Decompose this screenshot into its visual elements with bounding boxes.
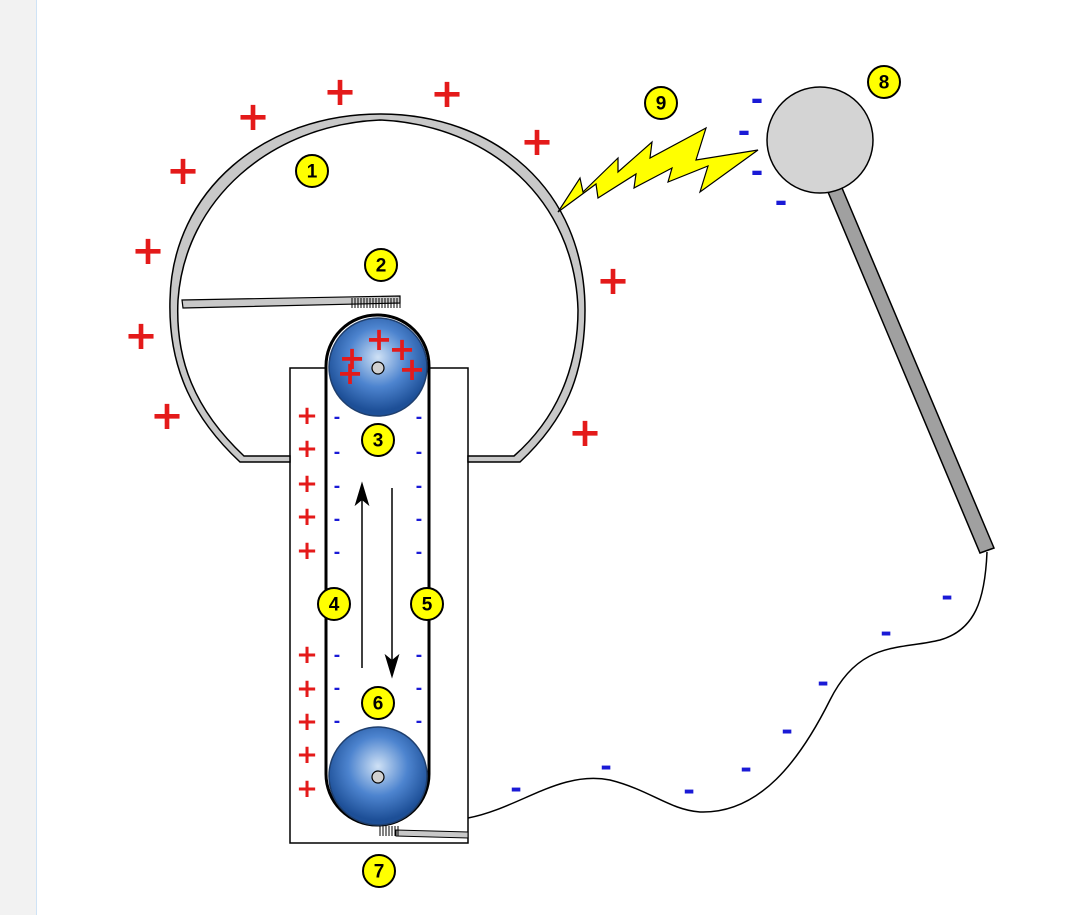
negative-charge: - — [334, 510, 341, 529]
negative-charge: - — [751, 83, 763, 118]
negative-charge: - — [416, 477, 423, 496]
down-arrowhead — [384, 653, 400, 679]
positive-charge: + — [337, 354, 364, 392]
dome — [169, 113, 586, 463]
label-6: 6 — [361, 686, 395, 720]
ground-wire — [467, 551, 988, 819]
positive-charge: + — [323, 69, 357, 115]
negative-charge: - — [775, 185, 787, 220]
label-number: 1 — [307, 162, 318, 183]
positive-charge: + — [296, 707, 318, 737]
label-number: 6 — [373, 694, 384, 715]
negative-charge: - — [510, 772, 522, 805]
number-labels: 1 2 3 4 5 6 7 8 9 — [295, 65, 901, 888]
label-circle — [867, 65, 901, 99]
positive-charge: + — [339, 339, 366, 377]
positive-charge: + — [296, 401, 318, 431]
positive-charge: + — [236, 94, 270, 140]
positive-charge: + — [296, 740, 318, 770]
negative-charge: - — [416, 543, 423, 562]
label-number: 7 — [374, 862, 385, 883]
label-number: 3 — [373, 431, 384, 452]
positive-charge: + — [166, 148, 200, 194]
positive-charge: + — [389, 330, 416, 368]
negative-charge: - — [334, 712, 341, 731]
spark-icon — [557, 126, 759, 213]
negative-charge: - — [416, 712, 423, 731]
discharge-rod — [826, 187, 995, 554]
positive-charge: + — [520, 119, 554, 165]
negative-charge: - — [781, 714, 793, 747]
label-circle — [410, 587, 444, 621]
negative-charge: - — [416, 646, 423, 665]
label-3: 3 — [361, 423, 395, 457]
negative-charge: - — [740, 752, 752, 785]
positive-charge: + — [296, 469, 318, 499]
positive-charge: + — [124, 313, 158, 359]
label-circle — [295, 154, 329, 188]
positive-charge: + — [366, 320, 393, 358]
positive-charge: + — [131, 228, 165, 274]
negative-charge: - — [334, 679, 341, 698]
positive-charge: + — [399, 350, 426, 388]
negative-charge: - — [751, 155, 763, 190]
label-number: 5 — [422, 595, 433, 616]
label-2: 2 — [364, 248, 398, 282]
positive-charge: + — [296, 434, 318, 464]
negative-charge: - — [416, 679, 423, 698]
positive-charge: + — [296, 774, 318, 804]
upper-comb — [351, 298, 401, 308]
label-circle — [361, 423, 395, 457]
charges: +++++++++++++++++++++++++---------------… — [124, 69, 953, 807]
negative-charge: - — [738, 115, 750, 150]
positive-charge: + — [296, 536, 318, 566]
negative-charge: - — [334, 646, 341, 665]
negative-charge: - — [941, 580, 953, 613]
upper-roller-axle — [371, 361, 385, 375]
negative-charge: - — [334, 477, 341, 496]
label-circle — [361, 686, 395, 720]
negative-charge: - — [600, 750, 612, 783]
left-gutter — [0, 0, 37, 915]
label-circle — [317, 587, 351, 621]
lower-comb — [379, 826, 399, 836]
negative-charge: - — [416, 510, 423, 529]
positive-charge: + — [296, 674, 318, 704]
positive-charge: + — [568, 410, 602, 456]
label-9: 9 — [644, 86, 678, 120]
up-arrowhead — [354, 481, 370, 507]
label-number: 8 — [879, 73, 890, 94]
negative-charge: - — [683, 774, 695, 807]
label-8: 8 — [867, 65, 901, 99]
negative-charge: - — [334, 543, 341, 562]
positive-charge: + — [296, 640, 318, 670]
label-1: 1 — [295, 154, 329, 188]
lower-comb-arm — [395, 829, 469, 839]
label-4: 4 — [317, 587, 351, 621]
positive-charge: + — [296, 502, 318, 532]
negative-charge: - — [334, 408, 341, 427]
negative-charge: - — [334, 443, 341, 462]
discharge-sphere — [766, 86, 874, 194]
label-5: 5 — [410, 587, 444, 621]
label-circle — [364, 248, 398, 282]
motion-arrows — [354, 481, 400, 679]
label-number: 4 — [329, 595, 340, 616]
negative-charge: - — [416, 408, 423, 427]
positive-charge: + — [596, 258, 630, 304]
label-7: 7 — [362, 854, 396, 888]
negative-charge: - — [817, 666, 829, 699]
label-circle — [644, 86, 678, 120]
label-circle — [362, 854, 396, 888]
label-number: 2 — [376, 256, 387, 277]
positive-charge: + — [430, 71, 464, 117]
negative-charge: - — [416, 443, 423, 462]
lower-roller-axle — [371, 770, 385, 784]
label-number: 9 — [656, 94, 667, 115]
negative-charge: - — [880, 616, 892, 649]
positive-charge: + — [150, 393, 184, 439]
